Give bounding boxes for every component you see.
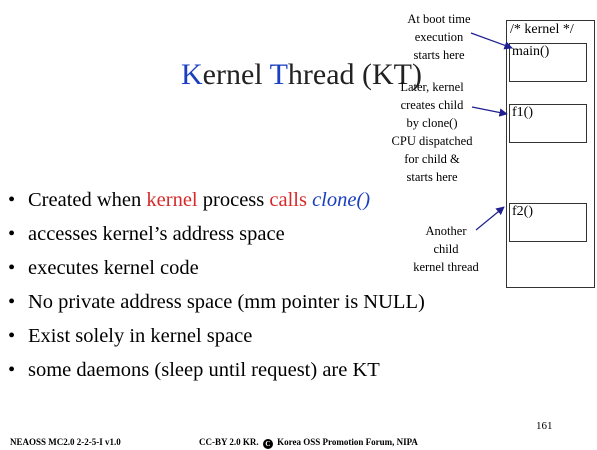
footer-course-id: NEAOSS MC2.0 2-2-5-I v1.0 — [10, 437, 121, 447]
bullet-item-daemons: some daemons (sleep until request) are K… — [8, 353, 425, 387]
footer-org: Korea OSS Promotion Forum, NIPA — [277, 437, 418, 447]
title-kernel-rest: ernel — [202, 58, 270, 91]
bullet-item-kernel-code: executes kernel code — [8, 251, 425, 285]
function-label-f1: f1() — [512, 105, 533, 120]
annotation-child-line: Later, kernel — [400, 80, 464, 94]
copyright-icon: C — [262, 439, 273, 449]
footer-license-text: CC-BY 2.0 KR. — [199, 437, 259, 447]
function-box-main: main() — [509, 43, 587, 82]
highlight-kernel: kernel — [146, 189, 198, 211]
function-label-main: main() — [512, 44, 550, 59]
annotation-boot-line: starts here — [413, 48, 465, 62]
annotation-child-line: for child & — [404, 152, 460, 166]
function-box-f2: f2() — [509, 203, 587, 242]
bullet-text: Created when — [28, 189, 147, 211]
annotation-another-line: Another — [425, 224, 467, 238]
title-k-capital: K — [180, 58, 203, 91]
annotation-boot-line: At boot time — [407, 12, 471, 26]
annotation-child-line: creates child — [400, 98, 464, 112]
annotation-boot-line: execution — [414, 30, 464, 44]
kernel-region-label: /* kernel */ — [510, 22, 574, 37]
function-box-f1: f1() — [509, 104, 587, 143]
annotation-child: Later, kernel creates child by clone() C… — [378, 78, 486, 186]
bullet-text: process — [197, 189, 270, 211]
bullet-item-created-when: Created when kernel process calls clone(… — [8, 183, 425, 217]
bullet-item-address-space: accesses kernel’s address space — [8, 217, 425, 251]
highlight-clone: clone() — [312, 189, 371, 211]
bullet-list: Created when kernel process calls clone(… — [8, 183, 425, 387]
highlight-calls: calls — [269, 189, 307, 211]
function-label-f2: f2() — [512, 204, 533, 219]
annotation-child-line: CPU dispatched — [391, 134, 473, 148]
footer-license: CC-BY 2.0 KR. C Korea OSS Promotion Foru… — [199, 437, 418, 449]
annotation-boot: At boot time execution starts here — [392, 10, 486, 64]
annotation-child-line: starts here — [406, 170, 458, 184]
annotation-child-line: by clone() — [406, 116, 458, 130]
bullet-item-kernel-space: Exist solely in kernel space — [8, 319, 425, 353]
bullet-item-no-private-space: No private address space (mm pointer is … — [8, 285, 425, 319]
annotation-another-line: child — [433, 242, 459, 256]
annotation-another-line: kernel thread — [413, 260, 479, 274]
annotation-another: Another child kernel thread — [398, 222, 494, 276]
title-t-capital: T — [269, 58, 288, 91]
page-number: 161 — [536, 420, 553, 432]
